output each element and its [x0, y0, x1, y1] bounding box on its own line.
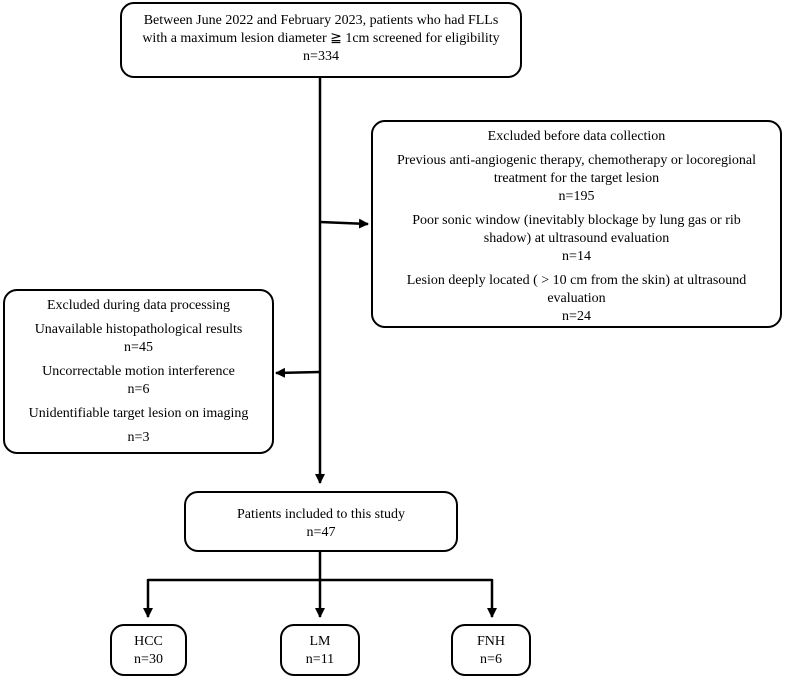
excluded-before-reason-1-line1: Previous anti-angiogenic therapy, chemot… — [396, 153, 757, 168]
group-box-hcc: HCC n=30 — [110, 624, 187, 676]
excluded-during-box: Excluded during data processing Unavaila… — [3, 289, 274, 454]
screening-text-line1: Between June 2022 and February 2023, pat… — [143, 13, 499, 28]
included-count: n=47 — [306, 525, 336, 540]
excluded-before-reason-3-count: n=24 — [562, 309, 591, 324]
excluded-before-reason-1-count: n=195 — [558, 189, 595, 204]
screening-count: n=334 — [303, 49, 339, 64]
group-label-fnh: FNH — [476, 634, 505, 649]
excluded-before-reason-3-line2: evaluation — [547, 291, 606, 306]
excluded-during-title: Excluded during data processing — [46, 298, 231, 313]
included-box: Patients included to this study n=47 — [184, 491, 458, 552]
excluded-during-reason-3-count: n=3 — [127, 430, 150, 445]
arrow-to-excluded-during — [275, 367, 321, 378]
screening-text-line2: with a maximum lesion diameter ≧ 1cm scr… — [142, 31, 500, 46]
excluded-during-reason-2-count: n=6 — [127, 382, 150, 397]
excluded-during-reason-2-label: Uncorrectable motion interference — [42, 364, 235, 379]
excluded-during-reason-3-label: Unidentifiable target lesion on imaging — [28, 406, 249, 421]
group-count-fnh: n=6 — [480, 652, 502, 667]
group-count-hcc: n=30 — [134, 652, 163, 667]
excluded-before-reason-2-line2: shadow) at ultrasound evaluation — [483, 231, 670, 246]
group-box-lm: LM n=11 — [280, 624, 360, 676]
excluded-before-reason-2-count: n=14 — [562, 249, 591, 264]
screening-box: Between June 2022 and February 2023, pat… — [120, 2, 522, 78]
group-label-lm: LM — [309, 634, 331, 649]
excluded-before-box: Excluded before data collection Previous… — [371, 120, 782, 328]
excluded-before-reason-3-line1: Lesion deeply located ( > 10 cm from the… — [406, 273, 747, 288]
group-box-fnh: FNH n=6 — [451, 624, 531, 676]
arrow-to-excluded-before — [319, 218, 369, 229]
group-label-hcc: HCC — [134, 634, 163, 649]
group-count-lm: n=11 — [305, 652, 335, 667]
excluded-during-reason-1-label: Unavailable histopathological results — [34, 322, 243, 337]
excluded-before-reason-1-line2: treatment for the target lesion — [493, 171, 660, 186]
excluded-during-reason-1-count: n=45 — [124, 340, 153, 355]
included-label: Patients included to this study — [237, 507, 405, 522]
excluded-before-reason-2-line1: Poor sonic window (inevitably blockage b… — [412, 213, 741, 228]
excluded-before-title: Excluded before data collection — [487, 129, 666, 144]
